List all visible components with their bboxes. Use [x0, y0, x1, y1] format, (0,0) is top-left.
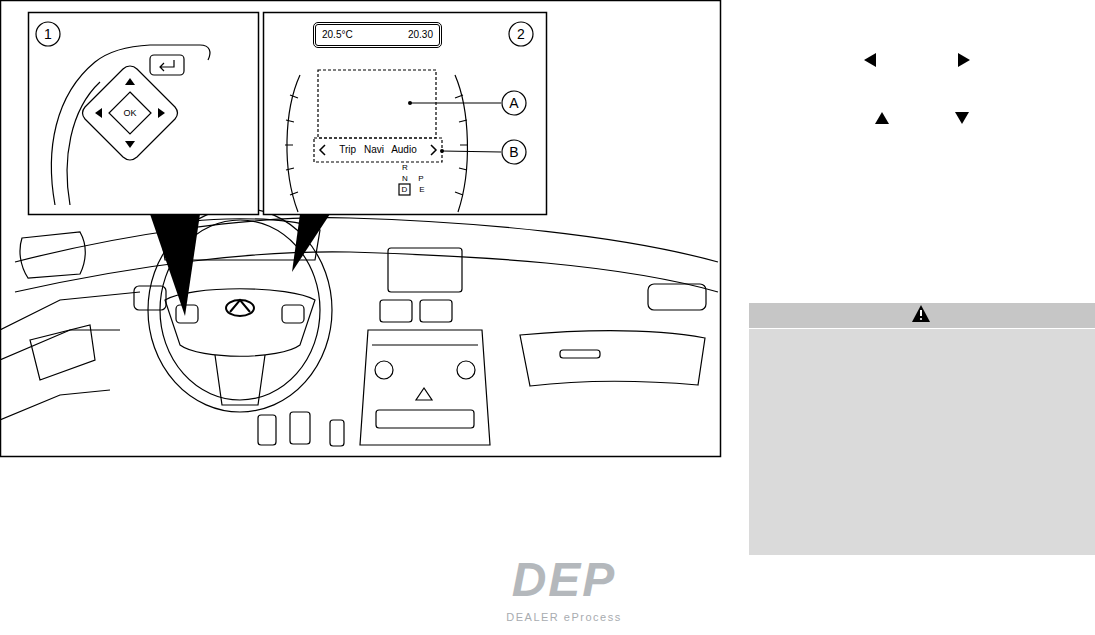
watermark-text: DEALER eProcess — [506, 612, 621, 623]
callout-letter: A — [509, 96, 518, 110]
display-reading: 20.30 — [408, 30, 433, 40]
gear-indicator: N — [402, 175, 408, 183]
gear-indicator: P — [418, 175, 423, 183]
gear-indicator: D — [402, 186, 408, 194]
menu-items: Trip Navi Audio — [339, 145, 416, 155]
gear-indicator: E — [419, 186, 424, 194]
callout-number: 1 — [44, 27, 52, 41]
temperature-clock-display: 20.5°C 20.30 — [313, 22, 442, 48]
display-reading: 20.5°C — [322, 30, 353, 40]
watermark-logo: DEP — [512, 556, 617, 604]
ok-button-label: OK — [123, 109, 136, 118]
gear-indicator: R — [402, 164, 408, 172]
callout-letter: B — [509, 145, 518, 159]
callout-number: 2 — [517, 27, 525, 41]
menu-bar: Trip Navi Audio — [326, 139, 430, 161]
